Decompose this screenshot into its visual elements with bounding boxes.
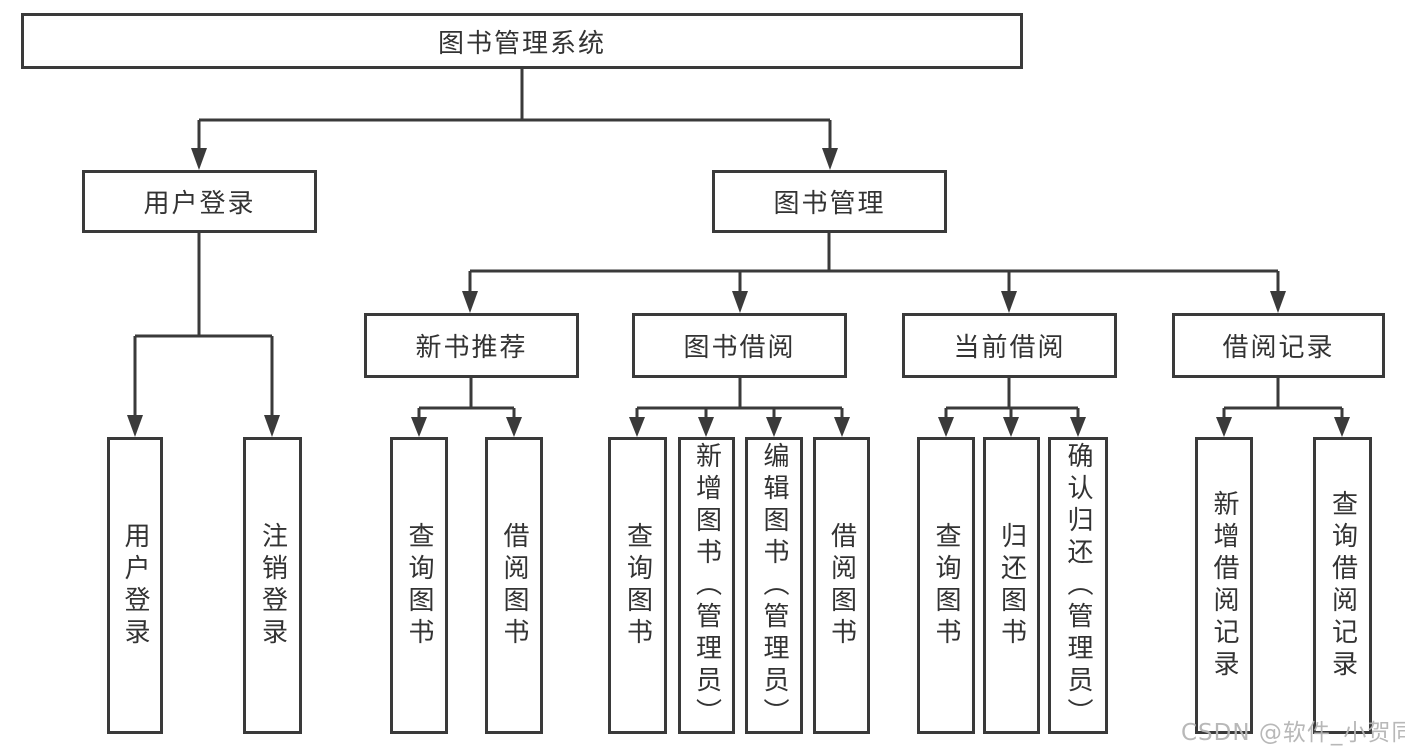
node-current-borrow: 当前借阅 [902,313,1117,378]
leaf-current-query-books: 查询图书 [917,437,975,734]
connector-current-to-leaves [938,378,1086,437]
connector-root-to-level2 [191,69,838,170]
leaf-records-add-record: 新增借阅记录 [1195,437,1253,734]
leaf-borrow-add-books-admin: 新增图书（管理员） [678,437,735,734]
connector-newbook-to-leaves [411,378,522,437]
node-root-title: 图书管理系统 [21,13,1023,69]
leaf-borrow-borrow-books: 借阅图书 [813,437,870,734]
leaf-borrow-query-books: 查询图书 [608,437,667,734]
node-new-book-recommend: 新书推荐 [364,313,579,378]
connector-borrow-to-leaves [629,378,850,437]
csdn-watermark: CSDN @软件_小贺同学 [1181,720,1405,746]
leaf-current-return-books: 归还图书 [983,437,1040,734]
leaf-newbook-query-books: 查询图书 [390,437,448,734]
leaf-user-login: 用户登录 [107,437,163,734]
leaf-newbook-borrow-books: 借阅图书 [485,437,543,734]
connector-userlogin-to-leaves [127,233,280,437]
leaf-borrow-edit-books-admin: 编辑图书（管理员） [745,437,803,734]
node-borrow-records: 借阅记录 [1172,313,1385,378]
connector-bookmgmt-to-level3 [462,233,1286,313]
leaf-current-confirm-return-admin: 确认归还（管理员） [1048,437,1108,734]
leaf-records-query-record: 查询借阅记录 [1313,437,1372,734]
leaf-logout: 注销登录 [243,437,302,734]
node-user-login: 用户登录 [82,170,317,233]
node-book-borrow: 图书借阅 [632,313,847,378]
node-book-management: 图书管理 [712,170,947,233]
connector-records-to-leaves [1216,378,1350,437]
